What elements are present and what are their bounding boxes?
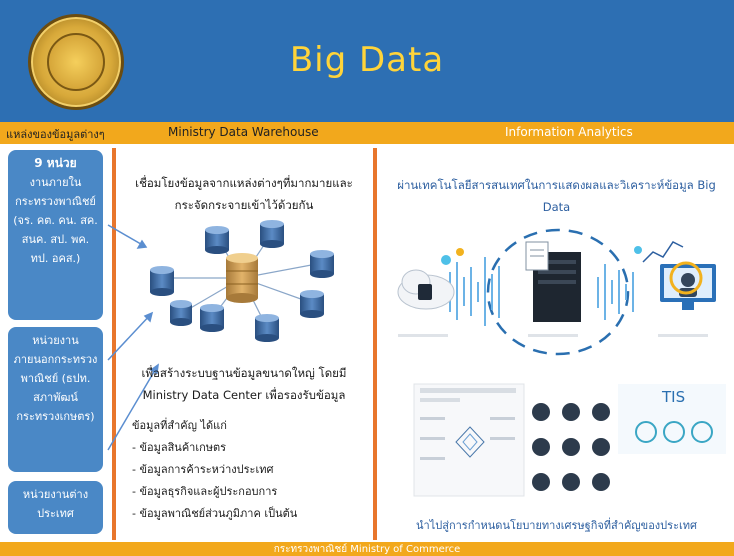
source-lead: หน่วยงานต่าง <box>22 488 89 501</box>
analytics-conclusion: นำไปสู่การกำหนดนโยบายทางเศรษฐกิจที่สำคัญ… <box>416 519 697 532</box>
footer-bar: กระทรวงพาณิชย์ Ministry of Commerce <box>0 542 734 556</box>
source-text: ประเทศ <box>37 507 74 520</box>
page-title: Big Data <box>289 40 445 80</box>
key-data-list: ข้อมูลที่สำคัญ ได้แก่ - ข้อมูลสินค้าเกษต… <box>132 415 362 525</box>
list-item: - ข้อมูลธุรกิจและผู้ประกอบการ <box>132 485 278 498</box>
source-box-external: หน่วยงาน ภายนอกกระทรวงพาณิชย์ (ธปท. สภาพ… <box>8 327 103 472</box>
source-lead: หน่วยงาน <box>32 334 79 347</box>
flow-arrows <box>107 224 159 451</box>
warehouse-purpose: เพื่อสร้างระบบฐานข้อมูลขนาดใหญ่ โดยมี Mi… <box>141 366 347 402</box>
list-item: - ข้อมูลพาณิชย์ส่วนภูมิภาค เป็นต้น <box>132 507 298 520</box>
footer-text: กระทรวงพาณิชย์ Ministry of Commerce <box>273 544 461 555</box>
source-text: ภายนอกกระทรวงพาณิชย์ (ธปท. สภาพัฒน์ กระท… <box>13 353 98 423</box>
list-title: ข้อมูลที่สำคัญ ได้แก่ <box>132 419 227 432</box>
column-divider <box>112 148 116 540</box>
cloud-icon <box>397 269 455 310</box>
source-text: งานภายในกระทรวงพาณิชย์ (จร. คต. คน. สค. … <box>13 176 98 265</box>
warehouse-label: Ministry Data Warehouse <box>168 125 319 139</box>
source-lead: 9 หน่วย <box>34 156 77 170</box>
data-flow-icon <box>397 228 716 356</box>
db-node <box>150 266 174 296</box>
analytics-intro: ผ่านเทคโนโลยีสารสนเทศในการแสดงผลและวิเคร… <box>397 178 716 214</box>
sources-label: แหล่งของข้อมูลต่างๆ <box>6 128 105 141</box>
list-item: - ข้อมูลการค้าระหว่างประเทศ <box>132 463 274 476</box>
source-box-foreign: หน่วยงานต่าง ประเทศ <box>8 481 103 534</box>
seal-emblem-icon <box>47 33 105 91</box>
source-box-internal: 9 หน่วย งานภายในกระทรวงพาณิชย์ (จร. คต. … <box>8 150 103 320</box>
column-divider <box>373 148 377 540</box>
list-item: - ข้อมูลสินค้าเกษตร <box>132 441 227 454</box>
section-header-bar: แหล่งของข้อมูลต่างๆ Ministry Data Wareho… <box>0 122 734 144</box>
ministry-seal-logo <box>28 14 124 110</box>
database-cluster-icon <box>122 218 362 353</box>
analytics-label: Information Analytics <box>505 125 633 139</box>
dashboard-screenshot-icon <box>386 382 726 502</box>
warehouse-intro: เชื่อมโยงข้อมูลจากแหล่งต่างๆที่มากมายและ… <box>135 176 353 212</box>
tis-label: TIS <box>662 388 686 406</box>
header-banner: Big Data <box>0 0 734 122</box>
